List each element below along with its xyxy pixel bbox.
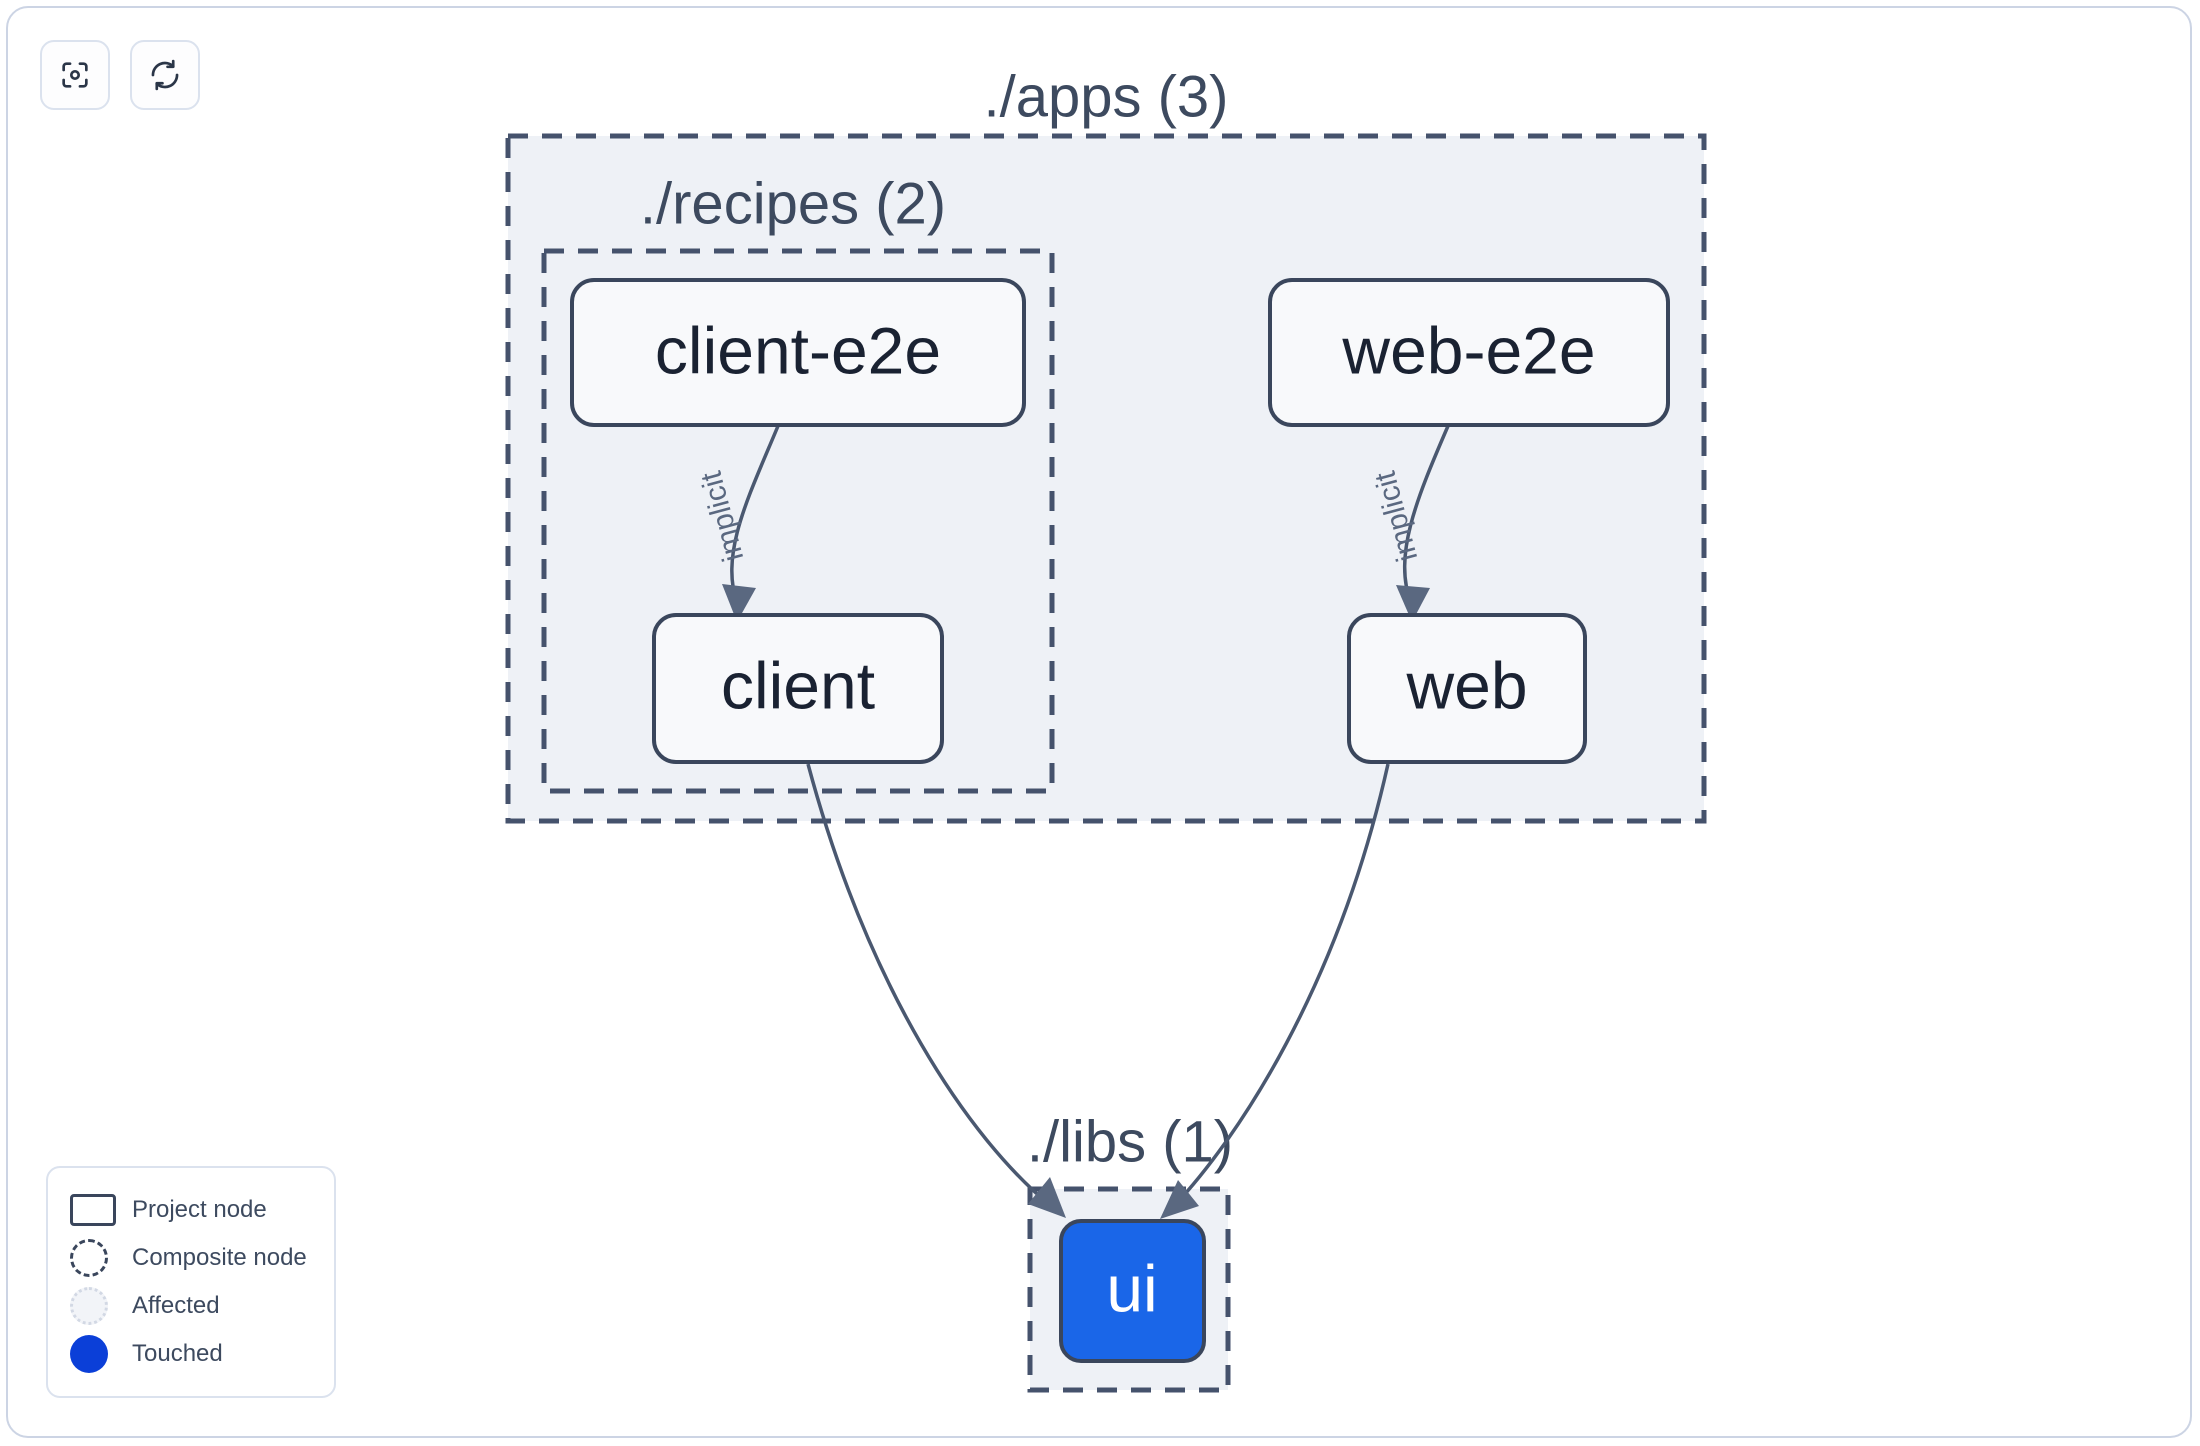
edge-client-to-ui[interactable] <box>806 763 1066 1218</box>
group-recipes-label: ./recipes (2) <box>640 171 946 236</box>
node-web-e2e-rect <box>1268 278 1670 427</box>
node-web[interactable]: web <box>1347 613 1587 764</box>
edge-client-e2e-to-client-arrow <box>722 584 756 622</box>
focus-target-icon <box>58 58 92 92</box>
legend-label-project-node: Project node <box>132 1196 267 1223</box>
node-client-e2e-label: client-e2e <box>655 313 941 387</box>
edge-client-to-ui-arrow <box>1028 1177 1066 1218</box>
touched-glyph <box>70 1334 122 1374</box>
legend-item-composite-node: Composite node <box>70 1234 318 1282</box>
composite-node-glyph <box>70 1238 122 1278</box>
graph-legend: Project node Composite node Affected Tou… <box>46 1166 336 1398</box>
group-apps-label: ./apps (3) <box>984 64 1229 129</box>
legend-label-touched: Touched <box>132 1340 223 1367</box>
legend-item-affected: Affected <box>70 1282 318 1330</box>
edge-client-to-ui-path <box>806 763 1053 1208</box>
node-web-rect <box>1347 613 1587 764</box>
node-client-label: client <box>721 648 875 722</box>
edge-web-e2e-to-web-path <box>1403 425 1450 604</box>
refresh-sync-icon <box>148 58 182 92</box>
node-ui[interactable]: ui <box>1059 1219 1206 1363</box>
graph-toolbar <box>40 40 200 110</box>
node-web-e2e[interactable]: web-e2e <box>1268 278 1670 427</box>
legend-label-composite-node: Composite node <box>132 1244 307 1271</box>
legend-item-touched: Touched <box>70 1330 318 1378</box>
node-ui-rect <box>1059 1219 1206 1363</box>
edge-web-to-ui-path <box>1172 763 1390 1208</box>
node-ui-label: ui <box>1106 1251 1157 1325</box>
legend-item-project-node: Project node <box>70 1186 318 1234</box>
group-libs-label: ./libs (1) <box>1027 1109 1233 1174</box>
project-graph-canvas[interactable]: ./apps (3) ./recipes (2) ./libs (1) impl… <box>6 6 2192 1438</box>
node-client-rect <box>652 613 944 764</box>
edge-web-e2e-to-web-arrow <box>1396 585 1430 622</box>
project-node-glyph <box>70 1190 122 1230</box>
focus-graph-button[interactable] <box>40 40 110 110</box>
node-client-e2e[interactable]: client-e2e <box>570 278 1026 427</box>
edge-web-to-ui-arrow <box>1160 1180 1199 1219</box>
refresh-graph-button[interactable] <box>130 40 200 110</box>
edge-web-to-ui[interactable] <box>1160 763 1390 1219</box>
node-client[interactable]: client <box>652 613 944 764</box>
graph-drawing-area[interactable]: ./apps (3) ./recipes (2) ./libs (1) impl… <box>8 8 2192 1438</box>
node-web-label: web <box>1405 648 1527 722</box>
legend-label-affected: Affected <box>132 1292 220 1319</box>
node-client-e2e-rect <box>570 278 1026 427</box>
affected-glyph <box>70 1286 122 1326</box>
node-web-e2e-label: web-e2e <box>1341 313 1595 387</box>
edge-client-e2e-to-client-path <box>730 425 780 604</box>
